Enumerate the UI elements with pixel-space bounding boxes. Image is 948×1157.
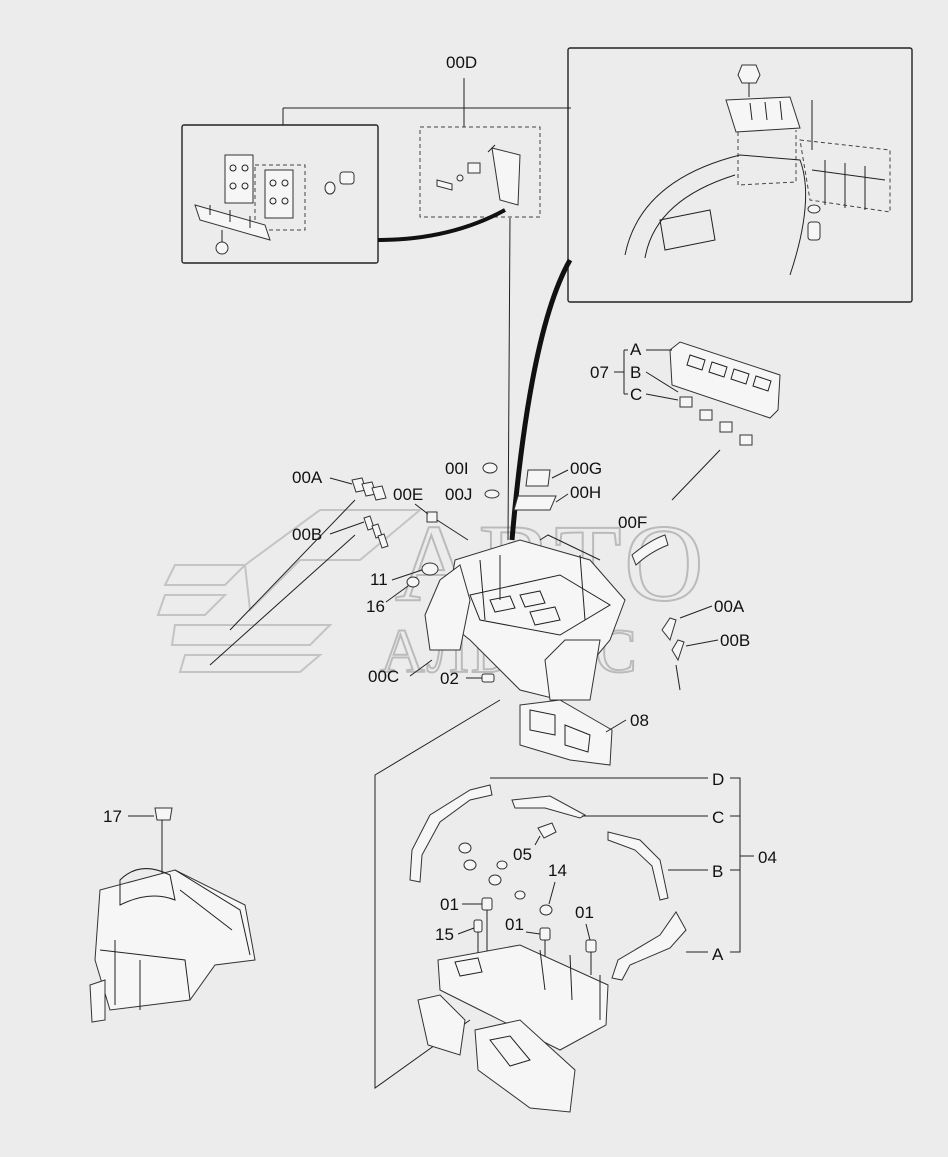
part-00G bbox=[525, 469, 551, 487]
label-16: 16 bbox=[366, 597, 385, 616]
label-00F: 00F bbox=[618, 513, 647, 532]
label-00B-right: 00B bbox=[720, 631, 750, 650]
part-15 bbox=[473, 919, 483, 933]
thick-leader-left bbox=[377, 208, 506, 242]
part-04-A bbox=[611, 911, 687, 981]
part-00A-left bbox=[351, 477, 387, 501]
label-14: 14 bbox=[548, 861, 567, 880]
label-04-B: B bbox=[712, 862, 723, 881]
part-00A-right bbox=[661, 617, 677, 642]
label-01-b: 01 bbox=[505, 915, 524, 934]
part-17-assembly bbox=[89, 807, 256, 1023]
label-00A-right: 00A bbox=[714, 597, 745, 616]
leader-05 bbox=[534, 835, 541, 846]
label-01-a: 01 bbox=[440, 895, 459, 914]
part-07-relay-box bbox=[669, 341, 781, 446]
part-00E bbox=[426, 511, 438, 523]
label-00D: 00D bbox=[446, 53, 477, 72]
label-07: 07 bbox=[590, 363, 609, 382]
leader-00A-00B-right bbox=[675, 605, 719, 691]
part-01-b bbox=[539, 927, 551, 941]
label-00H: 00H bbox=[570, 483, 601, 502]
leader-04 bbox=[490, 777, 754, 953]
label-15: 15 bbox=[435, 925, 454, 944]
leader-07 bbox=[614, 349, 721, 501]
label-04: 04 bbox=[758, 848, 777, 867]
label-11: 11 bbox=[370, 570, 388, 589]
part-11 bbox=[421, 562, 439, 576]
leader-00E bbox=[414, 503, 469, 541]
part-04-B bbox=[607, 831, 669, 901]
label-07-B: B bbox=[630, 363, 641, 382]
part-00I bbox=[482, 462, 498, 474]
leader-00G-00H bbox=[551, 469, 569, 503]
clips-group bbox=[458, 842, 553, 916]
part-16 bbox=[406, 576, 420, 588]
part-00B-right bbox=[671, 639, 685, 662]
label-00I: 00I bbox=[445, 459, 469, 478]
leader-08 bbox=[605, 719, 627, 733]
part-00B-left bbox=[363, 515, 389, 549]
label-02: 02 bbox=[440, 669, 459, 688]
part-00F bbox=[631, 534, 669, 566]
label-04-D: D bbox=[712, 770, 724, 789]
label-04-A: A bbox=[712, 945, 724, 964]
label-07-A: A bbox=[630, 340, 642, 359]
leader-14 bbox=[548, 881, 556, 905]
label-00J: 00J bbox=[445, 485, 472, 504]
part-00H bbox=[513, 495, 557, 511]
leader-00A-00B-left bbox=[209, 477, 365, 666]
part-04-C bbox=[511, 795, 587, 819]
label-00A-left: 00A bbox=[292, 468, 323, 487]
part-00J bbox=[484, 489, 500, 499]
detail-inset-right bbox=[567, 47, 913, 303]
label-04-C: C bbox=[712, 808, 724, 827]
label-17: 17 bbox=[103, 807, 122, 826]
label-05: 05 bbox=[513, 845, 532, 864]
label-00G: 00G bbox=[570, 459, 602, 478]
part-console-main bbox=[424, 534, 626, 701]
label-08: 08 bbox=[630, 711, 649, 730]
label-07-C: C bbox=[630, 385, 642, 404]
label-01-c: 01 bbox=[575, 903, 594, 922]
leader-01-15 bbox=[457, 903, 592, 975]
detail-inset-00D bbox=[419, 126, 541, 218]
part-frame-assembly bbox=[417, 944, 609, 1113]
leader-lower-assembly bbox=[374, 699, 501, 1089]
part-04-D bbox=[409, 784, 493, 883]
label-00B-left: 00B bbox=[292, 525, 322, 544]
part-08-base bbox=[519, 699, 613, 766]
label-00E: 00E bbox=[393, 485, 423, 504]
leader-00D bbox=[282, 78, 571, 127]
part-01-a bbox=[481, 897, 493, 911]
detail-inset-left bbox=[181, 124, 379, 264]
thick-leader-right bbox=[509, 258, 573, 541]
part-05 bbox=[537, 822, 557, 839]
leader-11-16 bbox=[385, 569, 423, 603]
part-01-c bbox=[585, 939, 597, 953]
label-00C: 00C bbox=[368, 667, 399, 686]
leader-00C-02 bbox=[409, 659, 482, 679]
part-02 bbox=[481, 673, 495, 683]
leader-00D-down bbox=[507, 217, 511, 541]
